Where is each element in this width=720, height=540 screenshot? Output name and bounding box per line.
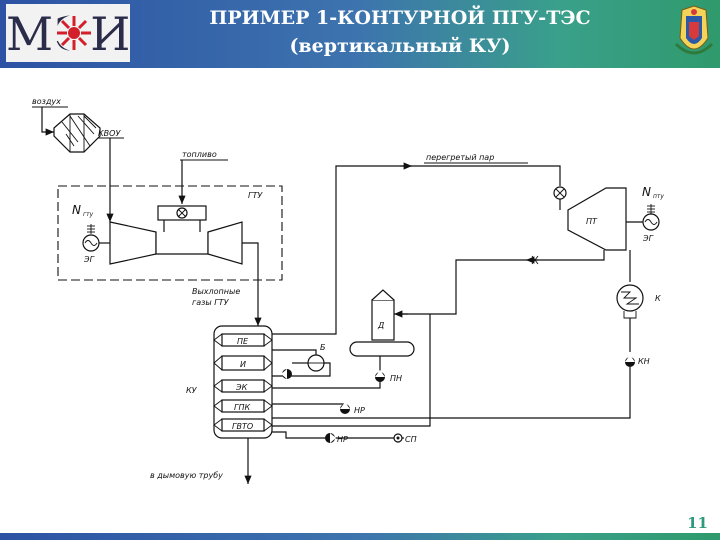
page-number: 11 [687, 514, 708, 532]
air-label: воздух [32, 97, 61, 106]
condensate-pump-label: КН [638, 357, 650, 366]
economizer-to-drum [272, 362, 331, 377]
lp-steam-line [400, 250, 605, 315]
ground-icon [87, 224, 95, 234]
economizer-label: ЭК [235, 383, 248, 392]
recirc-pump-1-icon [340, 402, 350, 414]
university-crest-icon [674, 5, 714, 55]
gt-shaft-housing [155, 232, 209, 255]
gas-heater-label: СП [405, 435, 417, 444]
logo-emblem-icon [56, 15, 92, 51]
steam-turbine-label: ПТ [586, 217, 598, 226]
stack-label: в дымовую трубу [150, 471, 223, 480]
condenser [616, 284, 644, 319]
gas-turbine [207, 221, 243, 265]
feed-water-line [272, 382, 381, 389]
electric-generator-left-icon [82, 234, 100, 252]
steam-stop-valve-icon [553, 186, 567, 200]
deaerator-top [371, 289, 395, 301]
exhaust-line [242, 242, 262, 326]
gvto-heater-line [272, 314, 431, 427]
generator-right-label: ЭГ [642, 234, 654, 243]
steam-turbine [567, 187, 627, 251]
superheater-label: ПЕ [237, 337, 249, 346]
gvto-label: ГВТО [232, 422, 253, 431]
gtu-label: ГТУ [248, 191, 263, 200]
evaporator-label: И [240, 360, 246, 369]
deaerator-label: Д [377, 321, 384, 330]
drum [307, 354, 325, 372]
hrsg-section-gpk [213, 399, 273, 413]
ccgt-scheme-diagram: воздух КВОУ топливо ГТУ N гту ЭГ Выхлопн… [32, 97, 664, 484]
hrsg-label: КУ [186, 386, 198, 395]
drum-to-superheater [272, 349, 317, 355]
gtu-boundary [57, 185, 283, 281]
deaerator-tank [349, 341, 415, 357]
recirc-pump-2-label: НР [337, 435, 348, 444]
gtu-power-symbol: N [72, 203, 81, 217]
electric-generator-right-icon [642, 213, 660, 231]
air-filter-label: КВОУ [98, 129, 121, 138]
ground-right-icon [647, 204, 655, 214]
generator-left-label: ЭГ [83, 255, 95, 264]
title-line-2: (вертикальный КУ) [289, 35, 511, 57]
recirc-pump-1-label: НР [354, 406, 365, 415]
fuel-valve-icon [176, 207, 188, 219]
feed-pump-label: ПН [390, 374, 402, 383]
hrsg-section-evaporator [213, 355, 273, 371]
superheated-steam-label: перегретый пар [426, 153, 494, 162]
air-filter-kvou [53, 113, 101, 153]
combustor-connections [163, 220, 201, 232]
gt-compressor [109, 221, 157, 265]
lp-check-valve-icon [531, 255, 539, 265]
gtu-power-subscript: гту [83, 211, 94, 218]
air-inlet-line [41, 107, 54, 136]
condensate-pump-icon [625, 355, 635, 367]
hrsg-section-superheater [213, 333, 273, 347]
footer-bar [0, 533, 720, 540]
deaerator-column [371, 299, 395, 341]
mei-logo: МЭИ [6, 4, 130, 62]
gpk-label: ГПК [234, 403, 250, 412]
page-title: ПРИМЕР 1-КОНТУРНОЙ ПГУ-ТЭС (вертикальный… [140, 4, 660, 60]
condensate-to-hrsg-line [272, 367, 631, 419]
pt-power-symbol: N [642, 185, 651, 199]
fuel-label: топливо [182, 150, 217, 159]
hrsg-section-gvto [213, 418, 273, 432]
drum-label: Б [320, 343, 326, 352]
hrsg-section-economizer [213, 379, 273, 393]
recirc-pump-2-icon [325, 433, 336, 443]
pt-power-subscript: пту [653, 193, 664, 200]
exhaust-label-1: Выхлопные [192, 287, 240, 296]
title-line-1: ПРИМЕР 1-КОНТУРНОЙ ПГУ-ТЭС [209, 7, 591, 29]
header-bar: МЭИ ПРИМЕР 1-КОНТУРНОЙ ПГУ-ТЭС (вертикал… [0, 0, 720, 68]
exhaust-label-2: газы ГТУ [192, 298, 230, 307]
superheated-steam-line [272, 165, 561, 335]
feed-pump-icon [375, 370, 385, 382]
condenser-label: К [655, 294, 661, 303]
circulation-pump-icon [281, 369, 292, 379]
gas-heater-icon [393, 433, 403, 443]
gvto-recirc-line [272, 431, 404, 439]
